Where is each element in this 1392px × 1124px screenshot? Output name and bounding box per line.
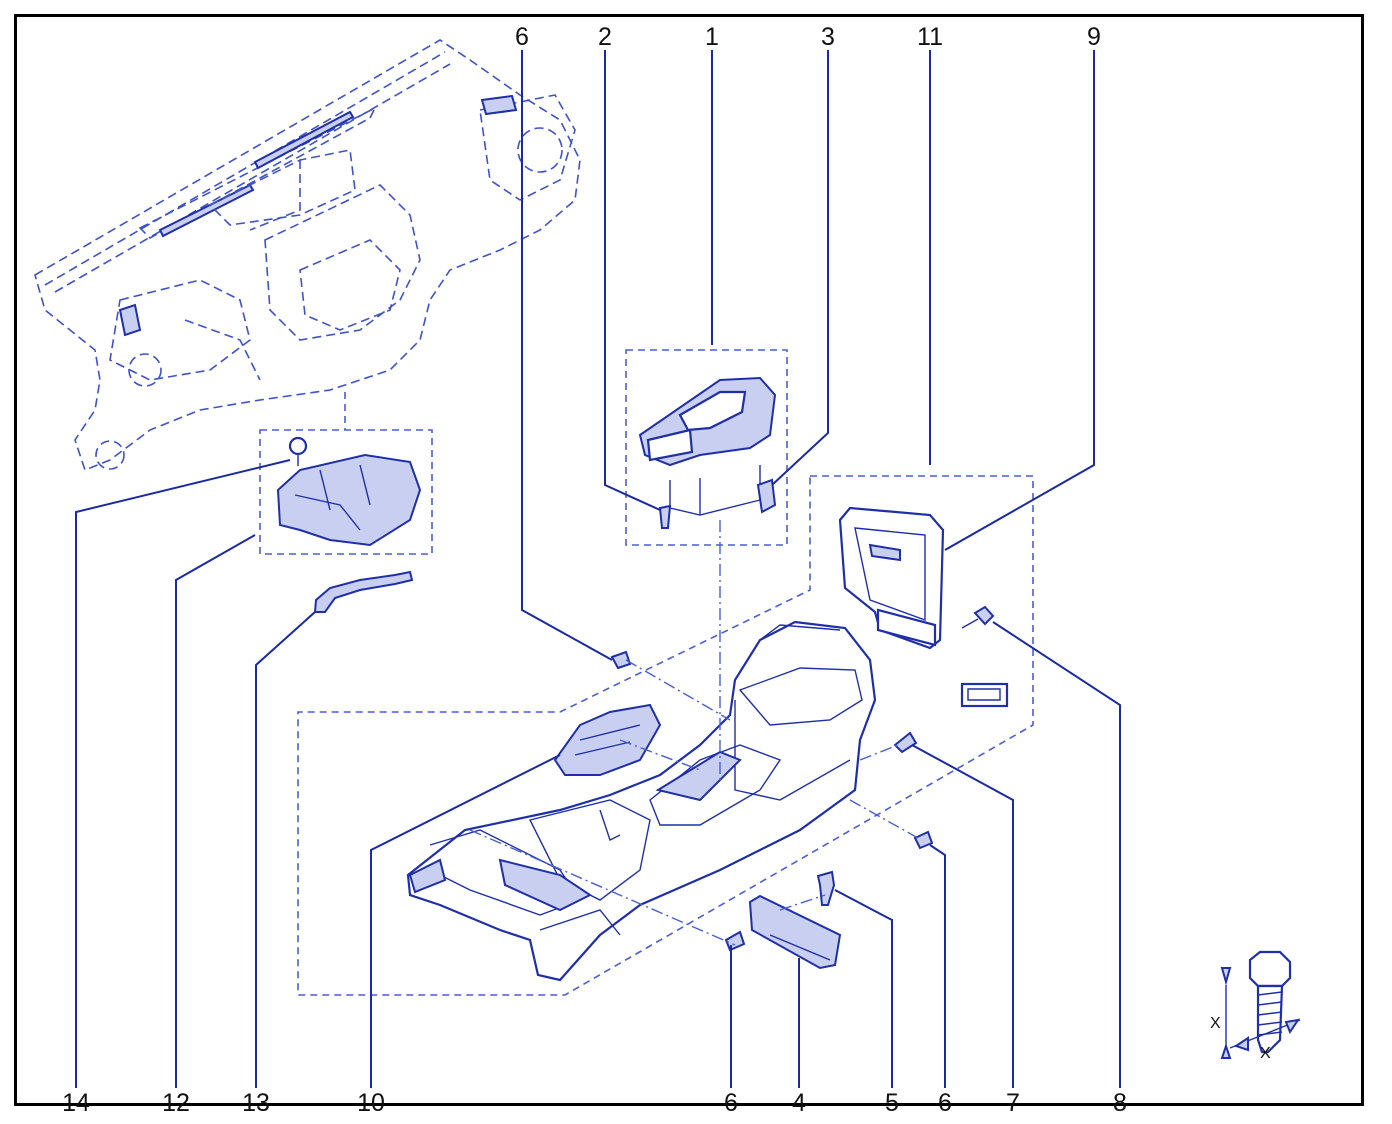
callout-7: 7 <box>1006 1089 1020 1117</box>
assembly-lines <box>469 520 919 946</box>
callout-10: 10 <box>357 1089 385 1117</box>
callout-6-right: 6 <box>938 1089 952 1117</box>
screw-7 <box>893 731 918 754</box>
clip-fastener-14 <box>288 436 308 456</box>
callout-6-top: 6 <box>515 23 529 51</box>
screw-6-right <box>913 830 934 850</box>
inset-x-label-diameter: X <box>1260 1045 1271 1062</box>
callout-8: 8 <box>1113 1089 1127 1117</box>
screw-2 <box>658 504 672 529</box>
callout-2: 2 <box>598 23 612 51</box>
screw-8 <box>973 605 995 626</box>
inset-x-label-vertical: X <box>1210 1015 1221 1032</box>
callout-13: 13 <box>242 1089 270 1117</box>
callout-12: 12 <box>162 1089 190 1117</box>
wiring-harness-13 <box>313 570 414 613</box>
screw-6-top <box>610 650 632 670</box>
callout-5: 5 <box>885 1089 899 1117</box>
callout-3: 3 <box>821 23 835 51</box>
clip-3 <box>756 478 777 514</box>
callout-9: 9 <box>1087 23 1101 51</box>
callout-14: 14 <box>62 1089 90 1117</box>
bolt-5 <box>816 870 836 906</box>
callout-11: 11 <box>917 23 943 51</box>
screw-6-bottom <box>724 930 746 952</box>
dashboard-ghost <box>34 39 581 472</box>
bracket-4 <box>748 894 842 970</box>
front-cover-10 <box>553 703 662 776</box>
callout-1: 1 <box>705 23 719 51</box>
leader-lines <box>75 50 1121 1088</box>
diagram-frame <box>14 14 1364 1106</box>
callout-labels: 6 2 1 3 11 9 14 12 13 10 6 4 5 6 7 8 <box>62 23 1127 1117</box>
lower-dash-panel <box>276 453 422 547</box>
callout-4: 4 <box>792 1089 806 1117</box>
bolt-dimension-inset: X X <box>1210 950 1301 1062</box>
part-1-group <box>625 349 788 546</box>
callout-6-bottom: 6 <box>724 1089 738 1117</box>
part-12-group <box>259 392 433 555</box>
